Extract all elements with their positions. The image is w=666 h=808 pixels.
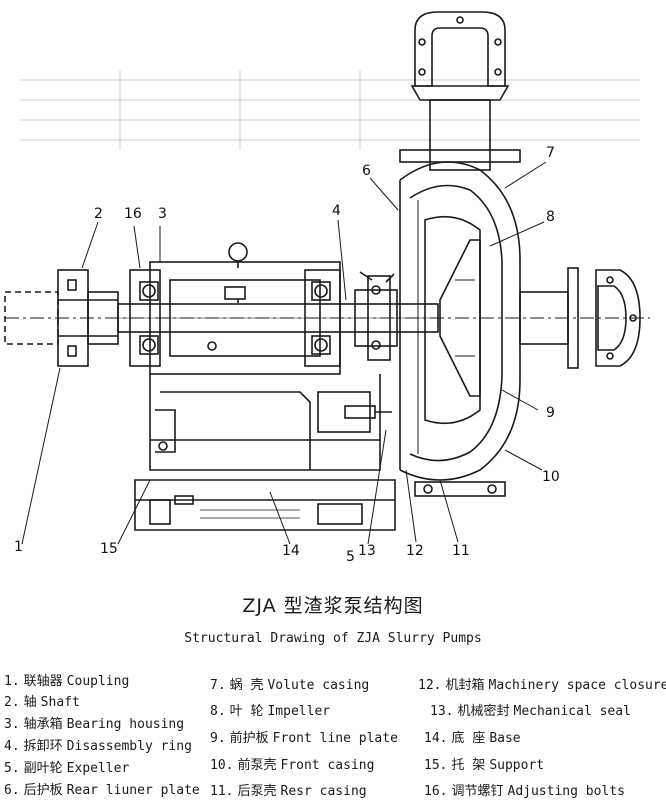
callout-label: 14 <box>282 543 300 559</box>
base <box>134 479 396 531</box>
suction-flange <box>519 267 641 369</box>
callout-label: 12 <box>406 543 424 559</box>
callout-label: 5 <box>346 549 355 565</box>
callout-label: 8 <box>546 209 555 225</box>
callout-label: 11 <box>452 543 470 559</box>
callout-label: 16 <box>124 206 142 222</box>
seal-housing <box>354 271 398 361</box>
drawing-title-english: Structural Drawing of ZJA Slurry Pumps <box>184 631 482 646</box>
impeller <box>439 239 481 397</box>
callout-label: 1 <box>14 539 23 555</box>
callout-label: 15 <box>100 541 118 557</box>
volute-casing <box>399 161 521 497</box>
shaft <box>117 303 439 333</box>
callout-label: 2 <box>94 206 103 222</box>
background-ghost-table <box>20 70 640 150</box>
support-frame <box>149 374 392 471</box>
callout-label: 6 <box>362 163 371 179</box>
callout-label: 4 <box>332 203 341 219</box>
leader-lines <box>21 161 547 545</box>
callout-label: 3 <box>158 206 167 222</box>
coupling <box>4 269 119 367</box>
callout-label: 7 <box>546 145 555 161</box>
bearing-housing <box>129 242 341 375</box>
callout-label: 13 <box>358 543 376 559</box>
pump-cross-section-drawing <box>4 11 650 545</box>
callout-label: 10 <box>542 469 560 485</box>
discharge-flange <box>399 11 521 171</box>
drawing-title-chinese: ZJA 型渣浆泵结构图 <box>242 595 424 617</box>
callout-label: 9 <box>546 405 555 421</box>
